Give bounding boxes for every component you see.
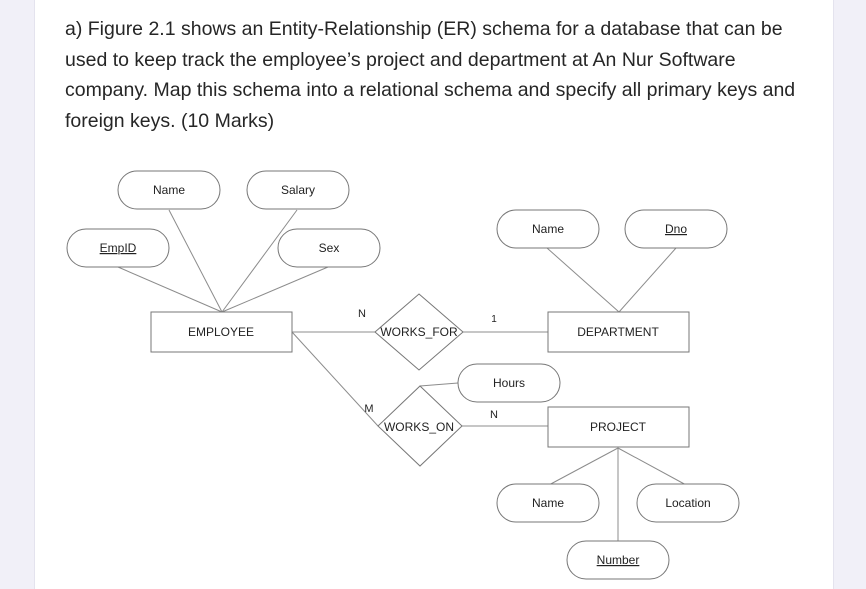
line-workson-hours bbox=[419, 382, 459, 387]
label-number: Number bbox=[597, 553, 640, 567]
label-works-for: WORKS_FOR bbox=[380, 325, 458, 339]
line-project-projname bbox=[546, 447, 619, 487]
line-deptname-department bbox=[546, 247, 620, 313]
line-salary-employee bbox=[221, 209, 298, 313]
line-sex-employee bbox=[221, 266, 329, 313]
label-department: DEPARTMENT bbox=[577, 325, 659, 339]
attr-hours bbox=[457, 363, 561, 403]
entity-project bbox=[547, 406, 690, 448]
question-card: a) Figure 2.1 shows an Entity-Relationsh… bbox=[34, 0, 834, 589]
attr-employee-name bbox=[117, 170, 221, 210]
attr-project-name bbox=[496, 483, 600, 523]
attr-number bbox=[566, 540, 670, 580]
card-project-works-on: N bbox=[490, 409, 498, 421]
attr-location bbox=[636, 483, 740, 523]
label-employee-name: Name bbox=[153, 183, 185, 197]
label-hours: Hours bbox=[493, 376, 525, 390]
line-employee-workson bbox=[291, 331, 379, 427]
label-employee: EMPLOYEE bbox=[188, 325, 254, 339]
attr-salary bbox=[246, 170, 350, 210]
relationship-works-for bbox=[374, 293, 464, 371]
card-employee-works-for: N bbox=[358, 308, 366, 320]
label-dno: Dno bbox=[665, 222, 687, 236]
entity-employee bbox=[150, 311, 293, 353]
card-employee-works-on: M bbox=[364, 403, 373, 415]
line-dno-department bbox=[618, 247, 677, 313]
attr-department-name bbox=[496, 209, 600, 249]
label-location: Location bbox=[665, 496, 710, 510]
label-project-name: Name bbox=[532, 496, 564, 510]
entity-department bbox=[547, 311, 690, 353]
label-sex: Sex bbox=[319, 241, 340, 255]
question-text: a) Figure 2.1 shows an Entity-Relationsh… bbox=[65, 18, 796, 132]
label-project: PROJECT bbox=[590, 420, 647, 434]
label-empid: EmpID bbox=[100, 241, 137, 255]
label-department-name: Name bbox=[532, 222, 564, 236]
label-works-on: WORKS_ON bbox=[384, 420, 454, 434]
connector-lines bbox=[117, 209, 689, 542]
line-name-employee bbox=[168, 209, 223, 313]
attr-sex bbox=[277, 228, 381, 268]
line-empid-employee bbox=[117, 266, 223, 313]
attr-empid bbox=[66, 228, 170, 268]
label-salary: Salary bbox=[281, 183, 315, 197]
attr-dno bbox=[624, 209, 728, 249]
card-department-works-for: 1 bbox=[491, 314, 497, 325]
relationship-works-on bbox=[377, 385, 463, 467]
line-project-location bbox=[617, 447, 689, 487]
